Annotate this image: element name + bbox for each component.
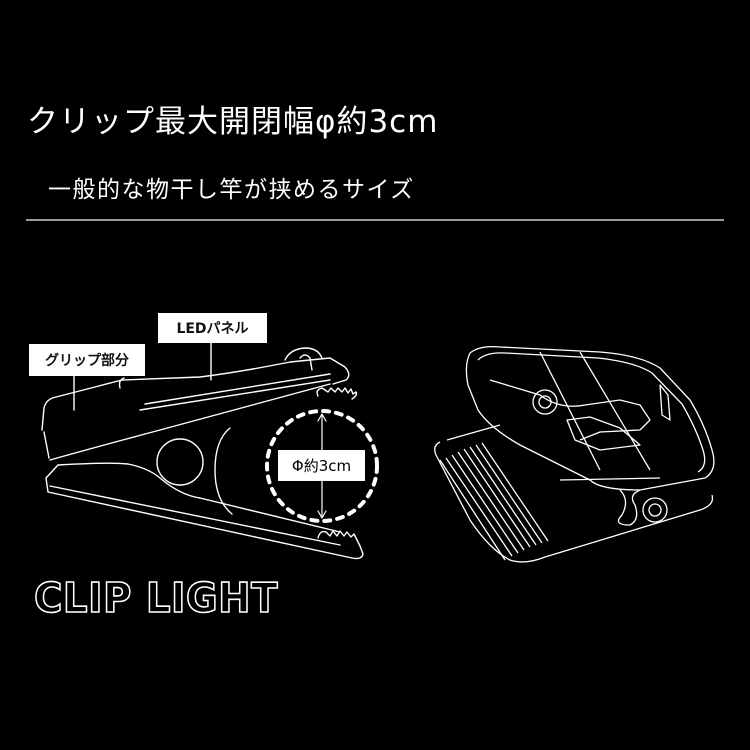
grip-label-text: グリップ部分 <box>45 353 129 369</box>
grip-label: グリップ部分 <box>29 344 145 376</box>
diameter-circle <box>265 409 379 523</box>
brand-logo: CLIP LIGHT <box>34 573 278 620</box>
page-title: クリップ最大開閉幅φ約3cm <box>27 104 439 140</box>
led-panel-label-text: LEDパネル <box>176 321 249 337</box>
diameter-label: Φ約3cm <box>278 450 365 481</box>
divider <box>26 219 724 221</box>
brand-text: CLIP LIGHT <box>34 574 278 620</box>
page-subtitle: 一般的な物干し竿が挟めるサイズ <box>48 177 415 203</box>
diameter-label-text: Φ約3cm <box>291 457 352 475</box>
led-panel-label: LEDパネル <box>158 313 267 343</box>
